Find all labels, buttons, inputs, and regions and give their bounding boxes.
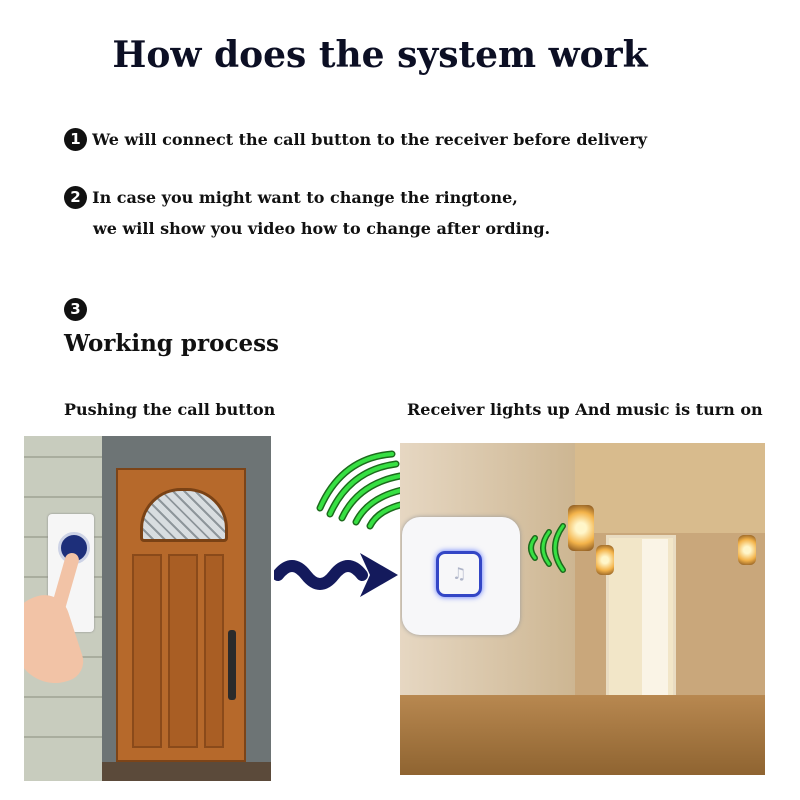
step-3: 3: [64, 298, 87, 321]
siding-line: [24, 736, 102, 738]
step-3-number: 3: [64, 298, 87, 321]
working-process-heading: Working process: [64, 330, 279, 357]
receiver-device: ♫: [402, 517, 520, 635]
signal-waves-icon: [316, 450, 408, 530]
wall-lamp: [568, 505, 594, 551]
door-panel: [204, 554, 224, 748]
wall-lamp: [738, 535, 756, 565]
wave-arrow-icon: [274, 553, 398, 597]
hall-ceiling: [575, 443, 765, 533]
hall-floor: [400, 695, 765, 775]
hall-inner-door: [642, 539, 668, 699]
door-photo: [24, 436, 271, 781]
music-note-icon: ♫: [452, 564, 467, 583]
door-panel: [168, 554, 198, 748]
door-panel: [132, 554, 162, 748]
step-2-text-line2: we will show you video how to change aft…: [93, 219, 551, 238]
left-caption: Pushing the call button: [64, 400, 276, 419]
step-1: 1 We will connect the call button to the…: [64, 128, 647, 151]
front-door: [116, 468, 246, 762]
step-2-text-line1: In case you might want to change the rin…: [92, 188, 518, 207]
step-1-text: We will connect the call button to the r…: [92, 130, 648, 149]
sound-waves-icon: [528, 523, 566, 573]
step-2-number: 2: [64, 186, 87, 209]
door-mat: [102, 762, 271, 781]
door-window: [140, 488, 228, 542]
hallway-photo: ♫: [400, 443, 765, 775]
page-title: How does the system work: [112, 34, 648, 76]
receiver-light: ♫: [436, 551, 482, 597]
step-1-number: 1: [64, 128, 87, 151]
door-handle: [228, 630, 236, 700]
wall-lamp: [596, 545, 614, 575]
siding-line: [24, 496, 102, 498]
right-caption: Receiver lights up And music is turn on: [407, 400, 763, 419]
siding-line: [24, 456, 102, 458]
step-2: 2 In case you might want to change the r…: [64, 186, 518, 209]
siding-line: [24, 696, 102, 698]
